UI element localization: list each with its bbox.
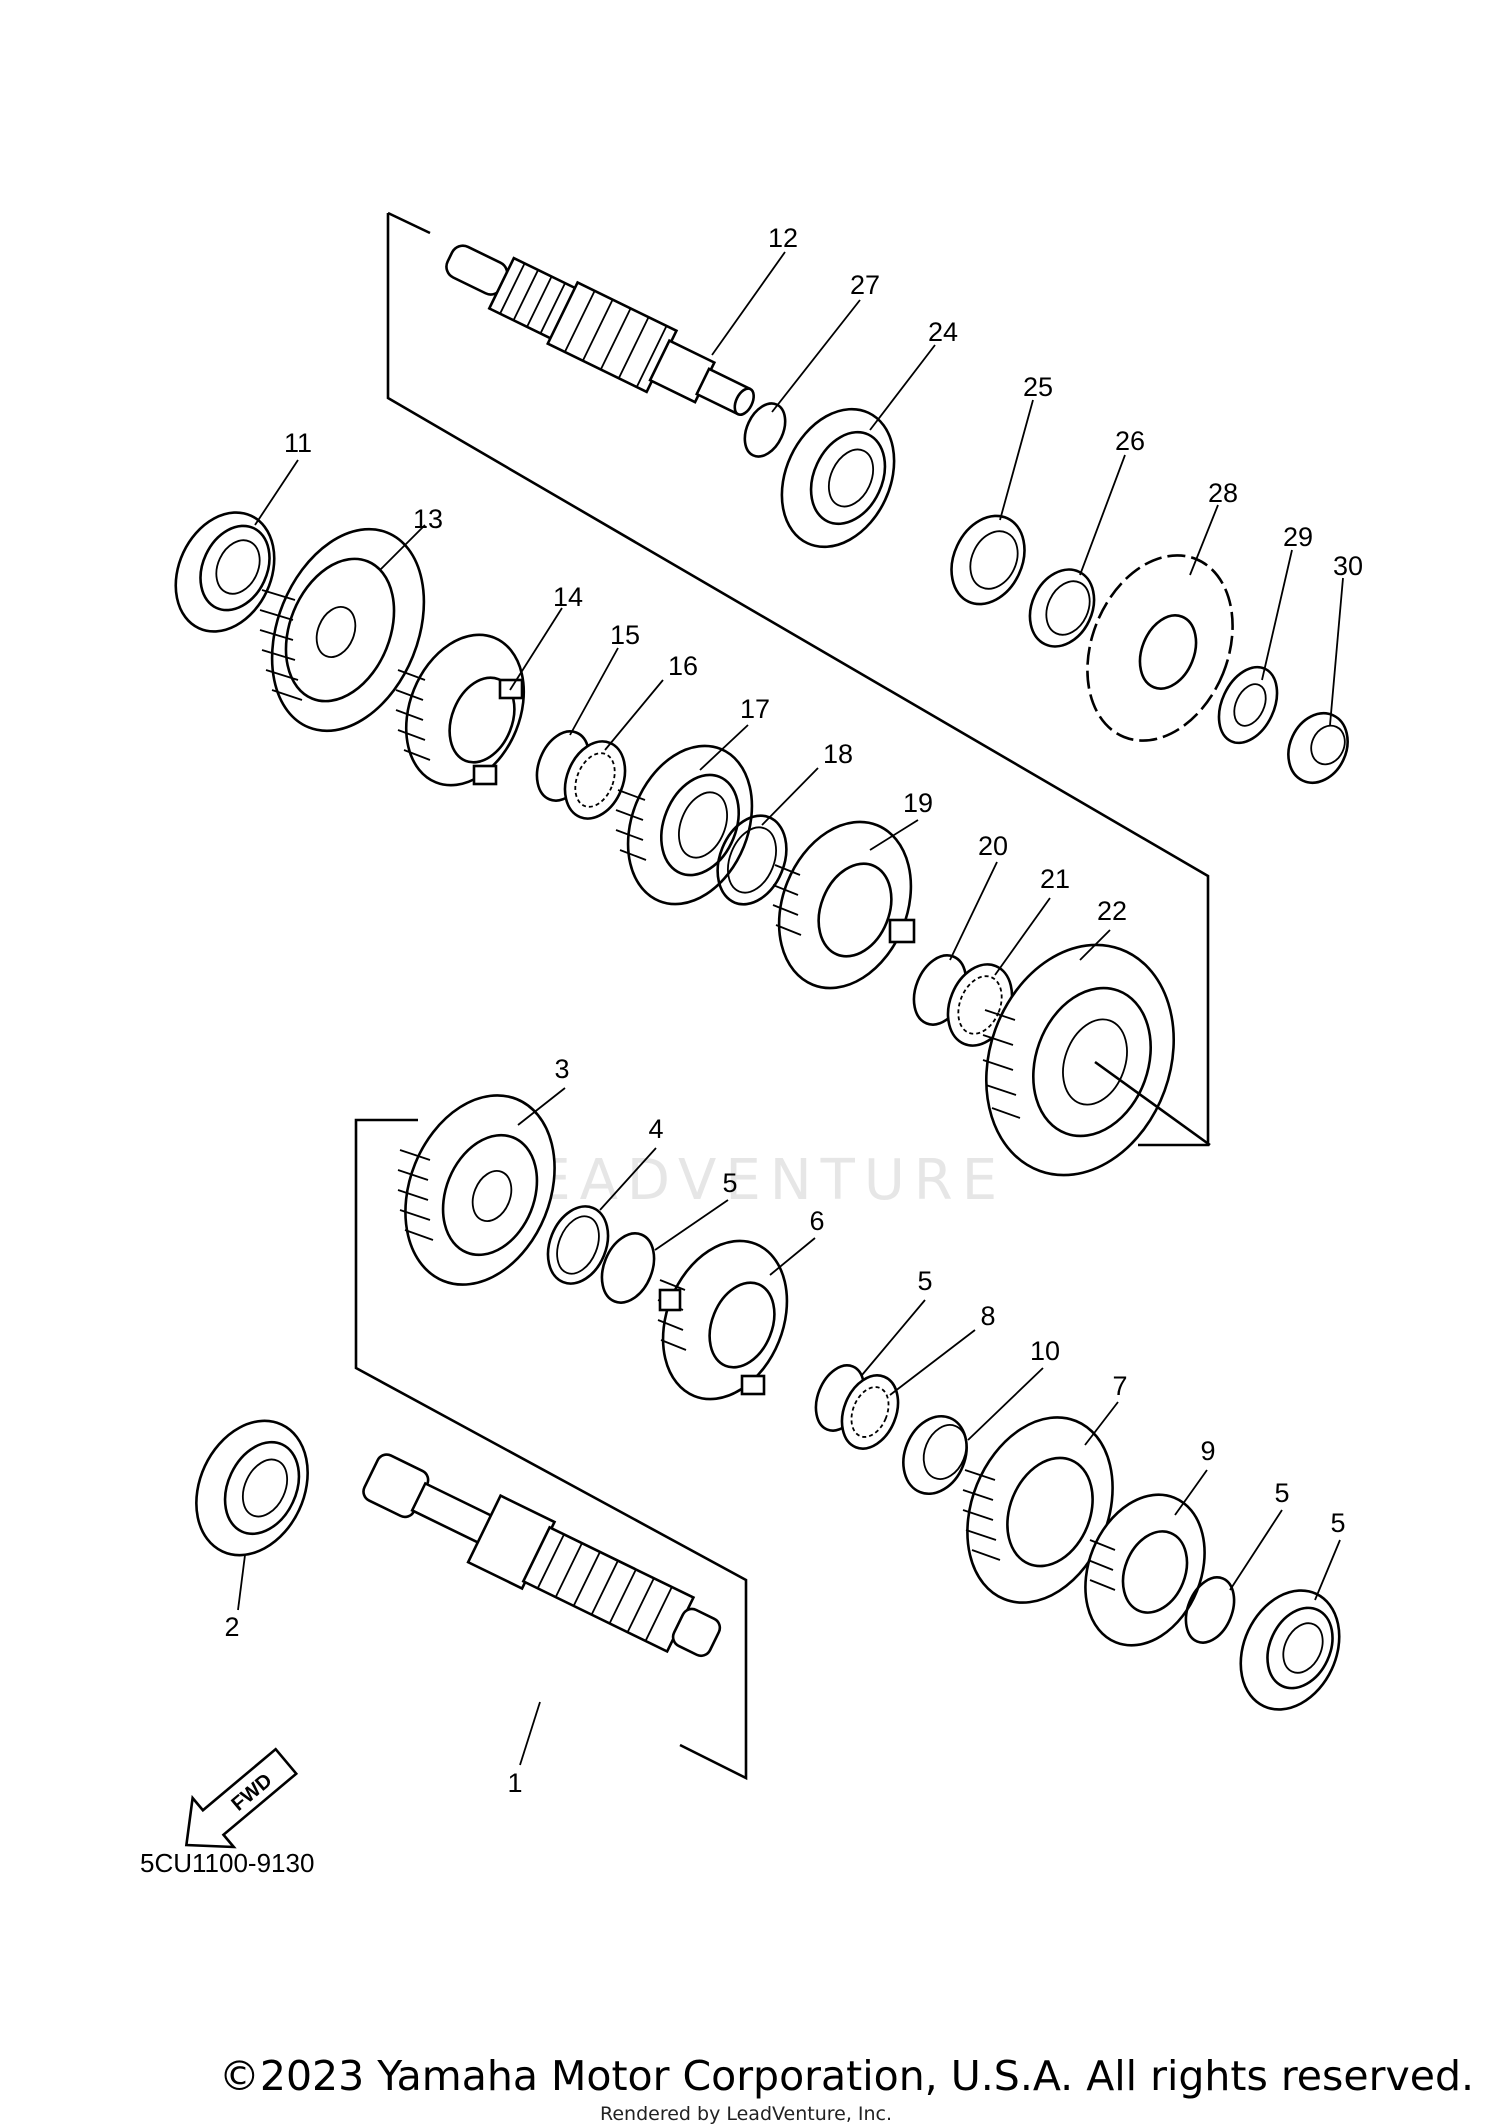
bearing-part-11 — [1239, 1589, 1341, 1711]
callout-10: 8 — [980, 1301, 995, 1331]
callout-22: 21 — [1040, 864, 1070, 894]
gear-part-18 — [615, 744, 754, 906]
callout-29: 29 — [1283, 522, 1313, 552]
callout-16: 15 — [610, 620, 640, 650]
callout-9: 9 — [1200, 1436, 1215, 1466]
callout-5-c: 5 — [1274, 1478, 1289, 1508]
callout-24: 24 — [928, 317, 958, 347]
oil-seal-part-25 — [950, 514, 1026, 606]
callout-12: 11 — [284, 428, 312, 458]
gear-part-3 — [397, 1094, 556, 1286]
lower-frame — [354, 1118, 748, 1781]
upper-frame — [386, 211, 1210, 1147]
circlip-part-5-a — [600, 1232, 656, 1304]
copyright-notice: ©2023 Yamaha Motor Corporation, U.S.A. A… — [218, 2052, 1474, 2100]
callout-1: 1 — [507, 1768, 522, 1798]
drive-axle-part-1 — [362, 1453, 722, 1658]
callout-13: 12 — [768, 223, 798, 253]
gear-part-23 — [982, 943, 1211, 1177]
callout-19: 18 — [823, 739, 853, 769]
callout-14: 13 — [413, 504, 443, 534]
callout-20: 19 — [903, 788, 933, 818]
gear-part-20 — [772, 820, 916, 990]
bearing-part-2 — [195, 1419, 309, 1557]
callout-5-b: 5 — [917, 1266, 932, 1296]
callout-4: 4 — [648, 1114, 663, 1144]
fwd-arrow-icon: FWD — [184, 1747, 299, 1849]
callout-25: 25 — [1023, 372, 1053, 402]
gear-part-6 — [657, 1239, 789, 1401]
callout-15: 14 — [553, 582, 583, 612]
callout-28: 28 — [1208, 478, 1238, 508]
callout-18: 17 — [740, 694, 770, 724]
main-axle-part-13 — [445, 244, 755, 416]
circlip-part-5-c — [1184, 1576, 1236, 1644]
washer-part-10 — [840, 1374, 900, 1450]
callout-17: 16 — [668, 651, 698, 681]
callout-30: 30 — [1333, 551, 1363, 581]
rendered-by-text: Rendered by LeadVenture, Inc. — [600, 2103, 893, 2125]
washer-part-4 — [546, 1205, 610, 1285]
callout-26: 26 — [1115, 426, 1145, 456]
callout-21: 20 — [978, 831, 1008, 861]
gear-part-14 — [259, 527, 426, 733]
callout-6: 6 — [809, 1206, 824, 1236]
callout-7: 7 — [1112, 1371, 1127, 1401]
callout-5-a: 5 — [722, 1168, 737, 1198]
bearing-part-24 — [780, 407, 896, 549]
callout-23: 22 — [1097, 896, 1127, 926]
nut-part-30 — [1287, 711, 1349, 785]
leadventure-watermark: LEADVENTURE — [495, 1148, 1007, 1213]
callout-3: 3 — [554, 1054, 569, 1084]
collar-part-26 — [1028, 568, 1096, 648]
bearing-part-12 — [174, 511, 276, 633]
callout-8: 10 — [1030, 1336, 1060, 1366]
leader-lines — [237, 251, 1344, 1766]
gear-part-15 — [395, 633, 526, 787]
diagram-code: 5CU1100-9130 — [140, 1848, 314, 1878]
callout-27: 27 — [850, 270, 880, 300]
callout-labels: 12 27 24 25 26 28 29 30 11 13 14 15 16 1… — [224, 223, 1363, 1798]
callout-11: 5 — [1330, 1508, 1345, 1538]
bearing-part-8 — [902, 1414, 968, 1496]
callout-2: 2 — [224, 1612, 239, 1642]
